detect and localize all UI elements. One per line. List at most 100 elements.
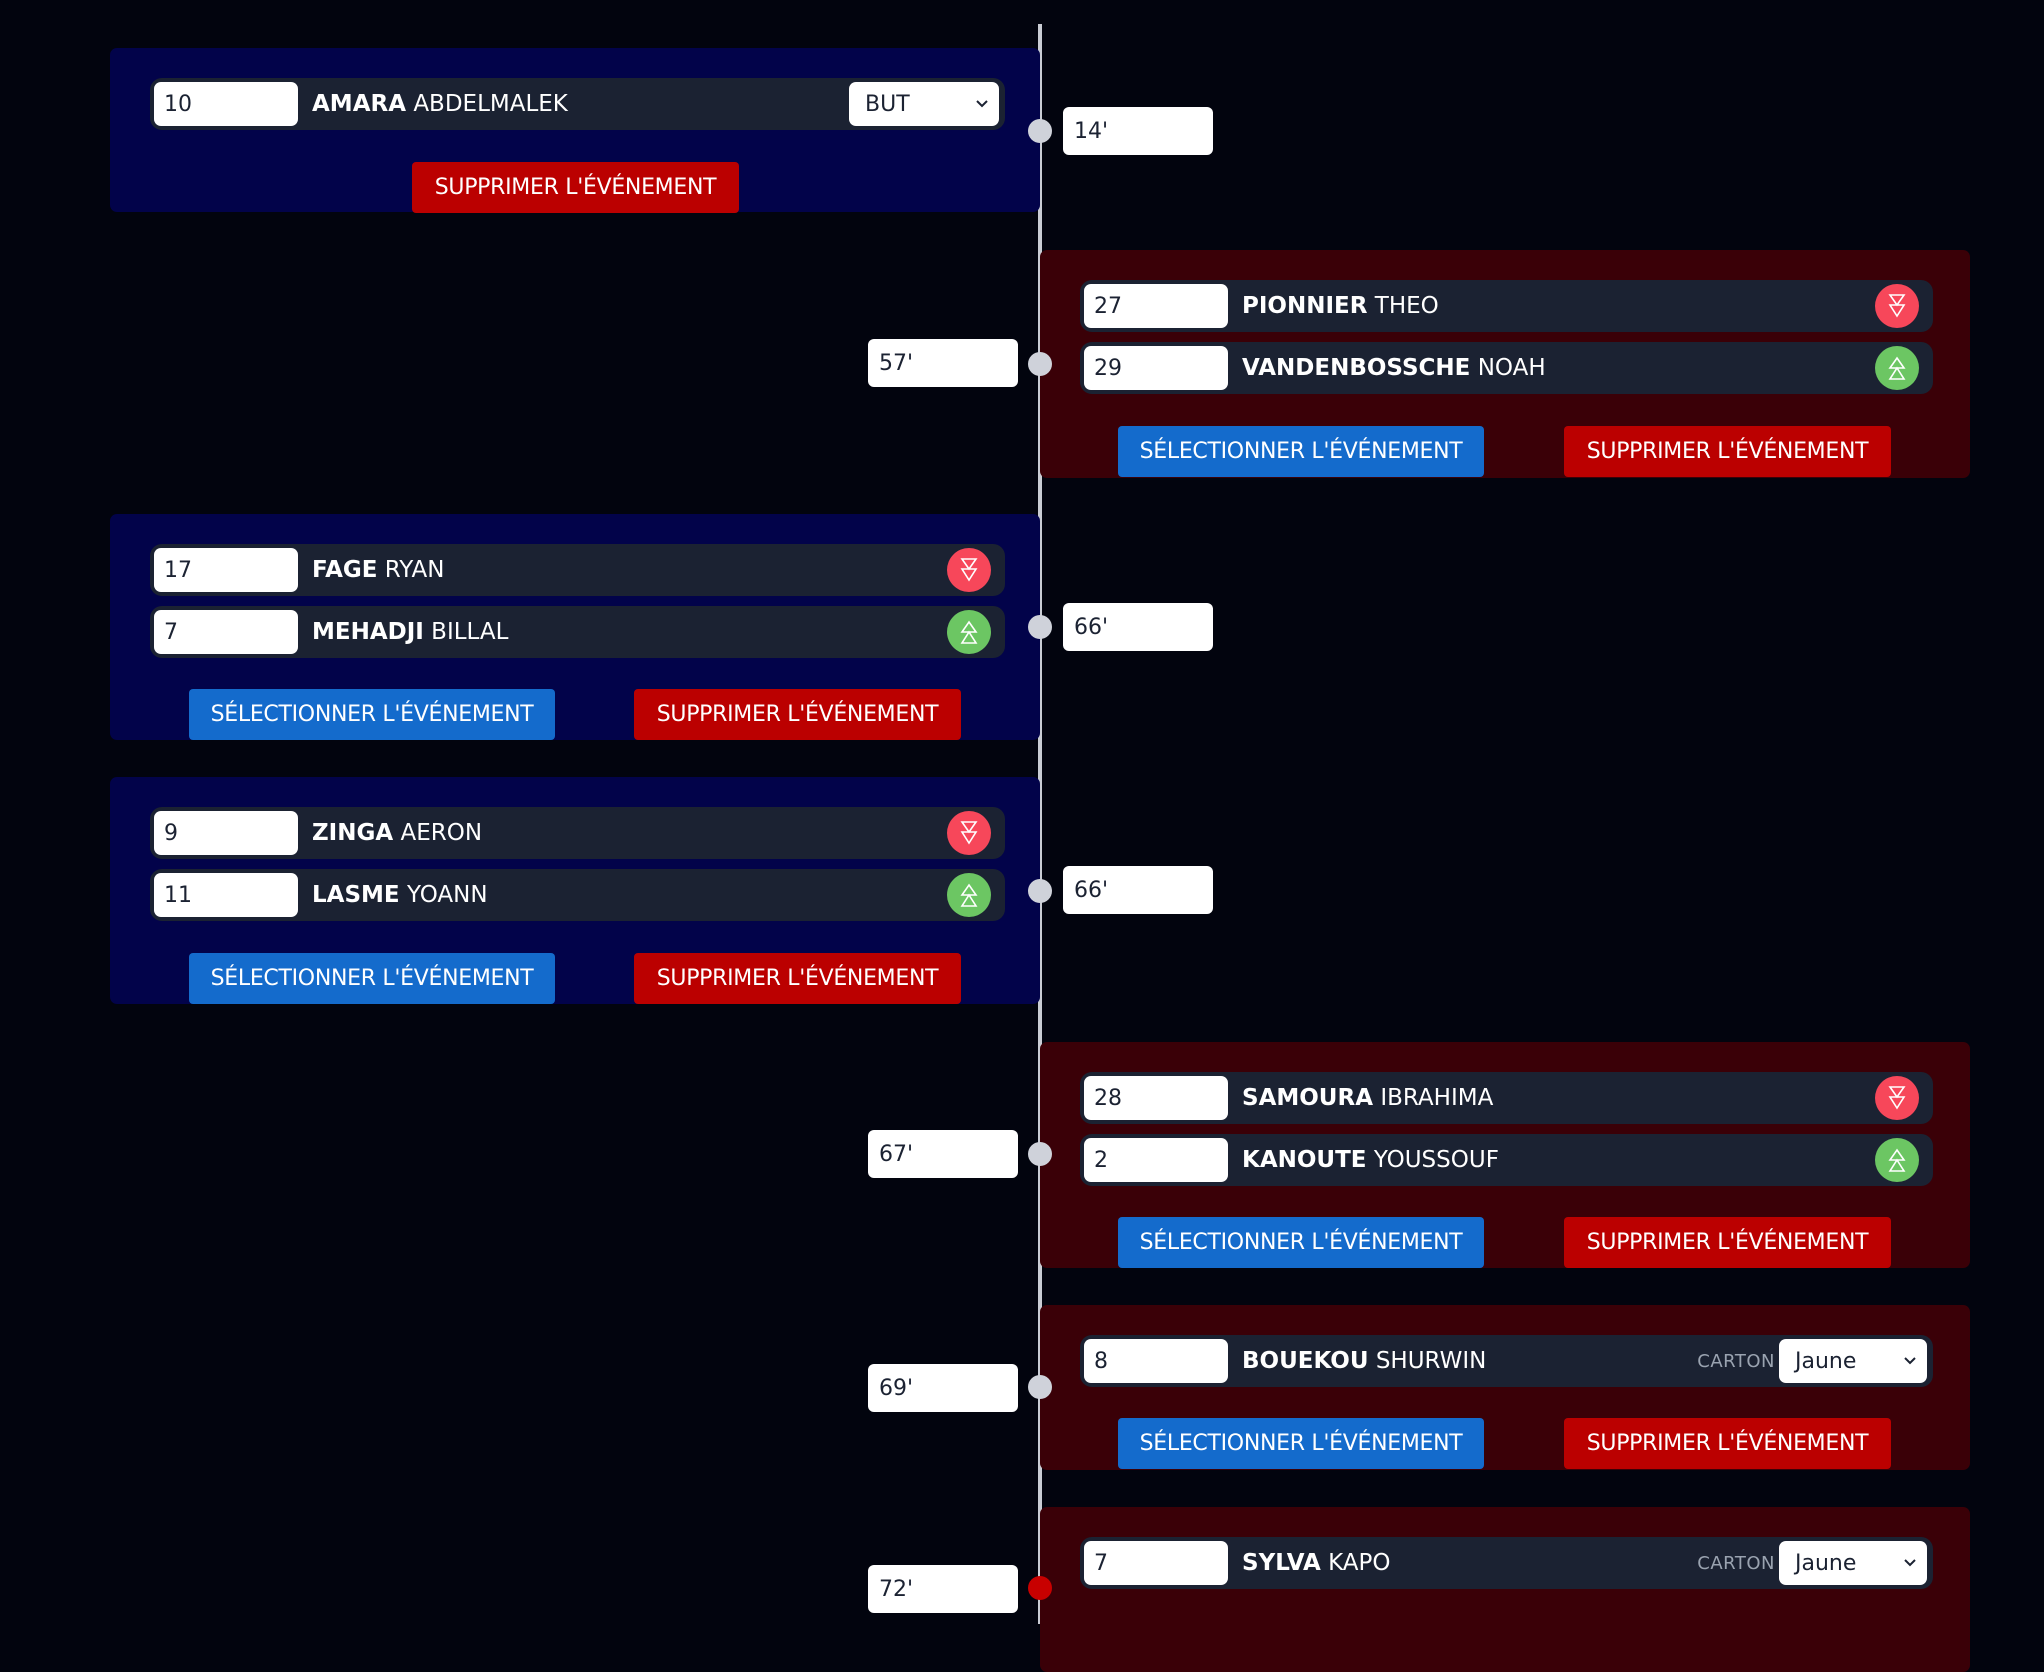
player-last-name: SAMOURA (1242, 1085, 1373, 1111)
player-name: LASME YOANN (312, 882, 488, 908)
event-type-select[interactable]: BUT (849, 82, 999, 126)
delete-event-button[interactable]: SUPPRIMER L'ÉVÉNEMENT (634, 689, 961, 740)
player-row: SAMOURA IBRAHIMA (1080, 1072, 1933, 1124)
player-name: ZINGA AERON (312, 820, 482, 846)
player-name: FAGE RYAN (312, 557, 445, 583)
select-event-button[interactable]: SÉLECTIONNER L'ÉVÉNEMENT (189, 689, 555, 740)
player-last-name: ZINGA (312, 820, 394, 846)
event-card-substitution: ZINGA AERON LASME YOANN SÉLECTIONNER L'É… (110, 777, 1040, 1004)
player-first-name: NOAH (1477, 355, 1546, 381)
player-first-name: SHURWIN (1375, 1348, 1487, 1374)
delete-event-button[interactable]: SUPPRIMER L'ÉVÉNEMENT (1564, 426, 1891, 477)
player-number-input[interactable] (1084, 1076, 1228, 1120)
player-last-name: VANDENBOSSCHE (1242, 355, 1471, 381)
player-name: VANDENBOSSCHE NOAH (1242, 355, 1546, 381)
player-number-input[interactable] (1084, 346, 1228, 390)
sub-in-icon (1875, 1138, 1919, 1182)
event-time-input[interactable]: 69' (868, 1364, 1018, 1412)
player-first-name: AERON (400, 820, 483, 846)
timeline-dot[interactable] (1028, 615, 1052, 639)
player-number-input[interactable] (154, 811, 298, 855)
event-type-value: BUT (865, 91, 910, 117)
delete-event-button[interactable]: SUPPRIMER L'ÉVÉNEMENT (1564, 1418, 1891, 1469)
timeline-line (1038, 24, 1042, 1624)
carton-label: CARTON (1697, 1350, 1775, 1372)
player-first-name: THEO (1374, 293, 1439, 319)
card-color-select[interactable]: Jaune (1779, 1339, 1927, 1383)
player-row: BOUEKOU SHURWIN CARTON Jaune (1080, 1335, 1933, 1387)
sub-in-icon (1875, 346, 1919, 390)
delete-event-button[interactable]: SUPPRIMER L'ÉVÉNEMENT (1564, 1217, 1891, 1268)
player-row: PIONNIER THEO (1080, 280, 1933, 332)
player-name: PIONNIER THEO (1242, 293, 1439, 319)
player-row: SYLVA KAPO CARTON Jaune (1080, 1537, 1933, 1589)
player-name: SYLVA KAPO (1242, 1550, 1390, 1576)
player-number-input[interactable] (1084, 284, 1228, 328)
player-row: FAGE RYAN (150, 544, 1005, 596)
player-last-name: AMARA (312, 91, 406, 117)
timeline-dot[interactable] (1028, 352, 1052, 376)
player-last-name: PIONNIER (1242, 293, 1368, 319)
event-time-input[interactable]: 66' (1063, 866, 1213, 914)
event-card-card: SYLVA KAPO CARTON Jaune (1040, 1507, 1970, 1672)
event-time-input[interactable]: 66' (1063, 603, 1213, 651)
player-row: ZINGA AERON (150, 807, 1005, 859)
card-color-value: Jaune (1795, 1550, 1857, 1576)
player-number-input[interactable] (1084, 1138, 1228, 1182)
event-card-card: BOUEKOU SHURWIN CARTON Jaune SÉLECTIONNE… (1040, 1305, 1970, 1470)
player-number-input[interactable] (154, 873, 298, 917)
player-first-name: KAPO (1328, 1550, 1391, 1576)
player-last-name: FAGE (312, 557, 378, 583)
sub-in-icon (947, 873, 991, 917)
sub-out-icon (1875, 284, 1919, 328)
timeline-dot-active[interactable] (1028, 1576, 1052, 1600)
event-card-goal: AMARA ABDELMALEK BUT SUPPRIMER L'ÉVÉNEME… (110, 48, 1040, 213)
timeline-dot[interactable] (1028, 1375, 1052, 1399)
chevron-down-icon (976, 100, 988, 108)
player-last-name: SYLVA (1242, 1550, 1321, 1576)
player-row: MEHADJI BILLAL (150, 606, 1005, 658)
sub-out-icon (1875, 1076, 1919, 1120)
player-first-name: YOUSSOUF (1373, 1147, 1499, 1173)
carton-label: CARTON (1697, 1552, 1775, 1574)
select-event-button[interactable]: SÉLECTIONNER L'ÉVÉNEMENT (1118, 1217, 1484, 1268)
player-number-input[interactable] (154, 548, 298, 592)
timeline-dot[interactable] (1028, 1142, 1052, 1166)
event-card-substitution: FAGE RYAN MEHADJI BILLAL SÉLECTIONNER L'… (110, 514, 1040, 740)
player-first-name: BILLAL (431, 619, 509, 645)
select-event-button[interactable]: SÉLECTIONNER L'ÉVÉNEMENT (1118, 1418, 1484, 1469)
player-row: AMARA ABDELMALEK BUT (150, 78, 1005, 130)
player-first-name: RYAN (384, 557, 445, 583)
player-number-input[interactable] (1084, 1339, 1228, 1383)
player-name: AMARA ABDELMALEK (312, 91, 568, 117)
player-last-name: LASME (312, 882, 400, 908)
event-card-substitution: PIONNIER THEO VANDENBOSSCHE NOAH SÉLECTI… (1040, 250, 1970, 478)
event-time-input[interactable]: 72' (868, 1565, 1018, 1613)
player-first-name: ABDELMALEK (413, 91, 568, 117)
player-first-name: IBRAHIMA (1380, 1085, 1494, 1111)
player-row: VANDENBOSSCHE NOAH (1080, 342, 1933, 394)
player-name: SAMOURA IBRAHIMA (1242, 1085, 1493, 1111)
player-last-name: MEHADJI (312, 619, 424, 645)
player-number-input[interactable] (154, 610, 298, 654)
timeline-dot[interactable] (1028, 879, 1052, 903)
timeline-dot[interactable] (1028, 119, 1052, 143)
player-last-name: KANOUTE (1242, 1147, 1367, 1173)
player-row: LASME YOANN (150, 869, 1005, 921)
player-name: BOUEKOU SHURWIN (1242, 1348, 1486, 1374)
event-time-input[interactable]: 14' (1063, 107, 1213, 155)
card-color-select[interactable]: Jaune (1779, 1541, 1927, 1585)
event-time-input[interactable]: 57' (868, 339, 1018, 387)
select-event-button[interactable]: SÉLECTIONNER L'ÉVÉNEMENT (189, 953, 555, 1004)
event-time-input[interactable]: 67' (868, 1130, 1018, 1178)
player-number-input[interactable] (1084, 1541, 1228, 1585)
player-name: MEHADJI BILLAL (312, 619, 508, 645)
player-row: KANOUTE YOUSSOUF (1080, 1134, 1933, 1186)
select-event-button[interactable]: SÉLECTIONNER L'ÉVÉNEMENT (1118, 426, 1484, 477)
chevron-down-icon (1904, 1357, 1916, 1365)
delete-event-button[interactable]: SUPPRIMER L'ÉVÉNEMENT (412, 162, 739, 213)
delete-event-button[interactable]: SUPPRIMER L'ÉVÉNEMENT (634, 953, 961, 1004)
player-last-name: BOUEKOU (1242, 1348, 1369, 1374)
card-color-value: Jaune (1795, 1348, 1857, 1374)
player-number-input[interactable] (154, 82, 298, 126)
